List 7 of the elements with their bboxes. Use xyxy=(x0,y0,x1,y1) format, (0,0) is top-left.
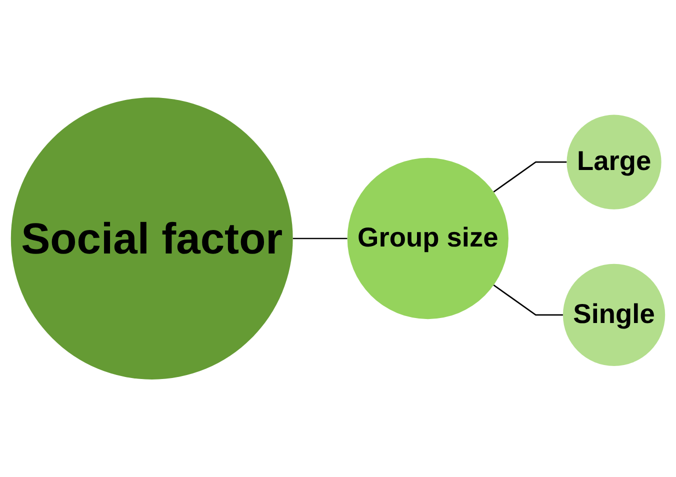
node-circle: Single xyxy=(562,264,666,366)
node-circle: Group size xyxy=(347,158,508,320)
connector xyxy=(493,161,567,192)
connector xyxy=(292,238,348,240)
node-circle: Large xyxy=(566,114,662,210)
node-circle: Social factor xyxy=(10,98,293,380)
connector xyxy=(493,284,563,316)
